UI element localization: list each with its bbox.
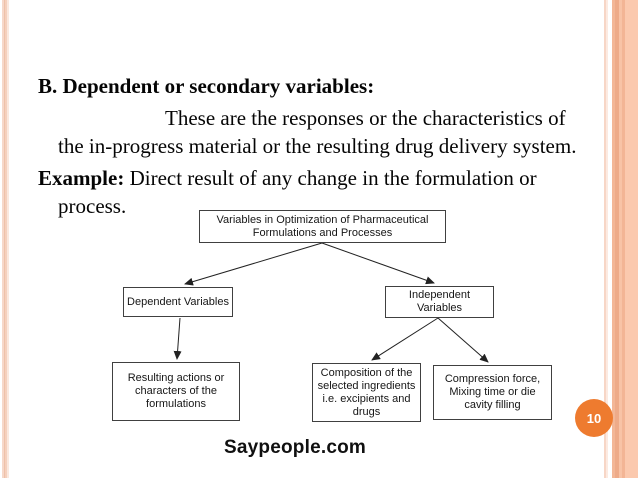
stripe	[615, 0, 619, 478]
body-text: B. Dependent or secondary variables: The…	[38, 72, 590, 220]
heading: B. Dependent or secondary variables:	[38, 74, 375, 98]
example-continuation: process.	[58, 194, 127, 218]
connector-root-independent	[321, 242, 435, 285]
flowchart-box-independent-variables: Independent Variables	[385, 286, 494, 318]
stripe	[4, 0, 5, 478]
example-label: Example:	[38, 166, 125, 190]
flowchart-box-compression: Compression force, Mixing time or die ca…	[433, 365, 552, 420]
example-line: Example: Direct result of any change in …	[38, 164, 590, 192]
stripe	[604, 0, 606, 478]
stripe	[608, 0, 612, 478]
connector-root-dependent	[184, 242, 323, 286]
page-number-badge: 10	[575, 399, 613, 437]
example-text: Direct result of any change in the formu…	[124, 166, 537, 190]
paragraph-line: the in-progress material or the resultin…	[58, 134, 577, 158]
stripe	[619, 0, 622, 478]
watermark: Saypeople.com	[224, 437, 366, 458]
stripe	[606, 0, 608, 478]
flowchart-box-dependent-variables: Dependent Variables	[123, 287, 233, 317]
flowchart-box-composition: Composition of the selected ingredients …	[312, 363, 421, 422]
stripe	[7, 0, 9, 478]
paragraph-line: These are the responses or the character…	[165, 106, 566, 130]
connector-independent-composition	[371, 317, 439, 361]
page-number: 10	[586, 410, 602, 426]
connector-dependent-resulting	[173, 317, 182, 360]
flowchart-box-resulting-actions: Resulting actions or characters of the f…	[112, 362, 240, 421]
stripe	[625, 0, 638, 478]
flowchart-box-root: Variables in Optimization of Pharmaceuti…	[199, 210, 446, 243]
stripe	[2, 0, 4, 478]
connector-independent-compression	[437, 317, 489, 363]
stripe	[622, 0, 625, 478]
stripe	[612, 0, 615, 478]
stripe	[5, 0, 7, 478]
